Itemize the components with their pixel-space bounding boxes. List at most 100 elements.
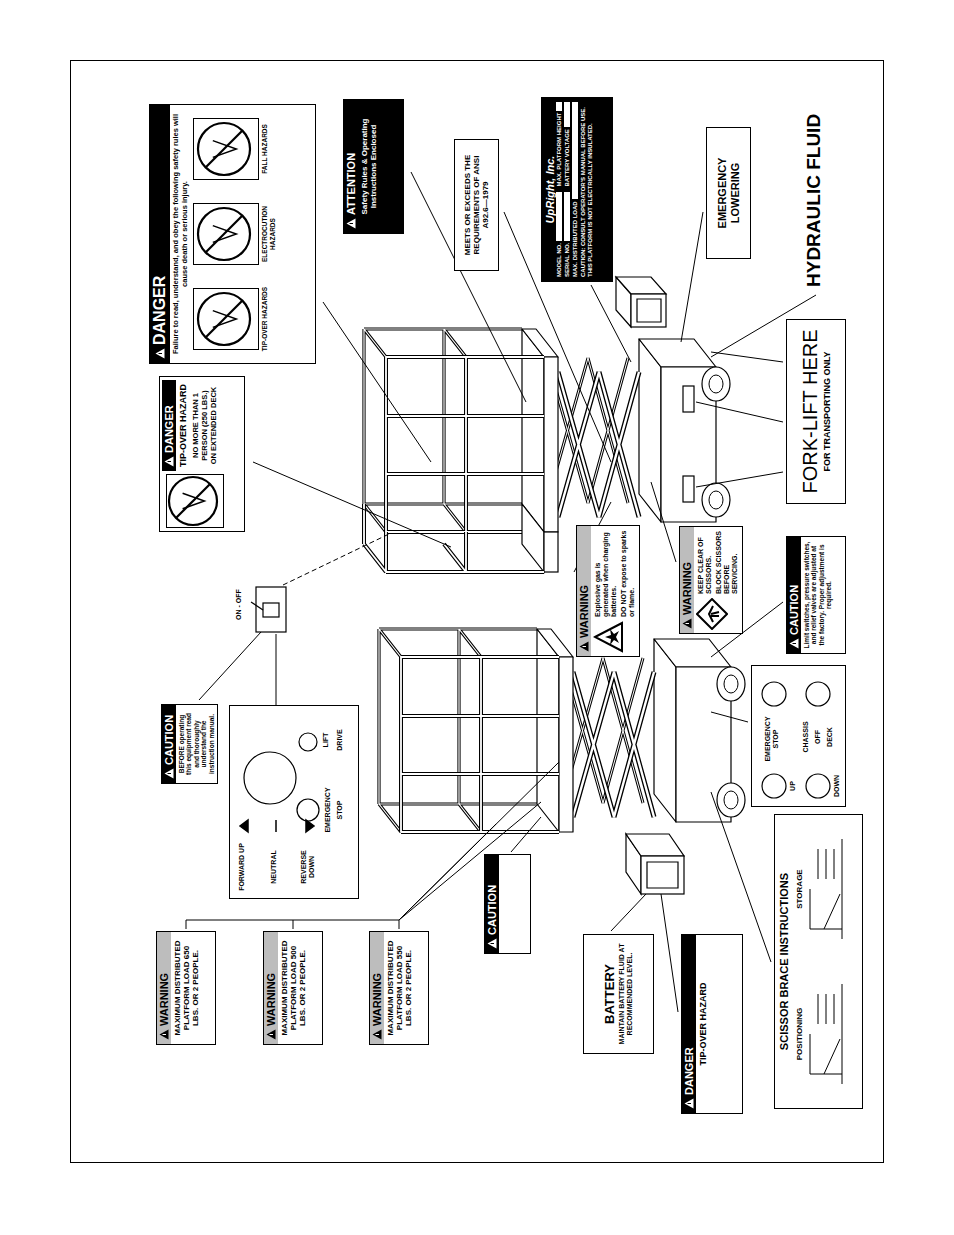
alert-triangle bbox=[682, 618, 692, 629]
decal-subtitle: FOR TRANSPORTING ONLY bbox=[822, 351, 832, 471]
illustration-shape bbox=[276, 634, 277, 708]
icon-shape bbox=[810, 839, 842, 939]
alert-triangle bbox=[164, 456, 174, 467]
header-text: DANGER bbox=[163, 405, 175, 453]
header-text: ATTENTION bbox=[345, 153, 357, 215]
panel-label: LIFT bbox=[322, 720, 330, 760]
body-text: TIP-OVER HAZARD bbox=[176, 380, 190, 471]
icon-shape bbox=[347, 219, 356, 229]
load-warning-decal: WARNINGMAXIMUM DISTRIBUTED PLATFORM LOAD… bbox=[156, 931, 216, 1045]
caution-decal: CAUTION bbox=[484, 854, 531, 954]
illustration-shape bbox=[637, 299, 661, 322]
icon-shape bbox=[605, 629, 619, 645]
alert-triangle bbox=[159, 1029, 169, 1040]
header-band: WARNING bbox=[577, 526, 591, 656]
hazard-icon bbox=[696, 598, 728, 630]
icon-shape bbox=[790, 639, 799, 649]
alert-triangle bbox=[346, 218, 356, 229]
body-text: MAXIMUM DISTRIBUTED PLATFORM LOAD 500 LB… bbox=[278, 932, 310, 1044]
decal-column: DANGERTIP-OVER HAZARDNO MORE THAN 1 PERS… bbox=[162, 380, 220, 471]
body-text: Safety Rules & Operating Instructions En… bbox=[358, 100, 380, 233]
field-label: MAX. DISTRIBUTED LOAD bbox=[572, 201, 578, 277]
illustration-shape bbox=[256, 587, 286, 632]
direction-arrows bbox=[240, 820, 314, 832]
decal-title: EMERGENCY LOWERING bbox=[716, 133, 741, 253]
extended-deck bbox=[364, 504, 558, 572]
alert-triangle bbox=[155, 348, 165, 359]
caution-decal: CAUTIONLimit switches, pressure switches… bbox=[786, 536, 846, 654]
icon-shape bbox=[198, 293, 250, 345]
caution-decal: CAUTIONBEFORE operating this equipment r… bbox=[161, 704, 218, 784]
panel-label: EMERGENCY STOP bbox=[764, 710, 779, 768]
header-text: WARNING bbox=[681, 562, 693, 615]
alert-triangle bbox=[372, 1029, 382, 1040]
fork-lift-decal: FORK-LIFT HEREFOR TRANSPORTING ONLY bbox=[786, 319, 846, 504]
icon-shape bbox=[685, 1099, 694, 1109]
field-label: SERIAL NO. bbox=[564, 243, 570, 277]
instruction-column: POSITIONING bbox=[795, 963, 848, 1105]
platform-control-panel: FORWARD UPNEUTRALREVERSE DOWNEMERGENCYST… bbox=[229, 705, 359, 899]
illustration-shape bbox=[544, 532, 558, 572]
header-text: WARNING bbox=[578, 585, 590, 638]
header-text: WARNING bbox=[158, 973, 170, 1026]
icon-shape bbox=[206, 216, 242, 252]
brace-sketch bbox=[804, 974, 848, 1094]
tip-over-decal: DANGERTIP-OVER HAZARD bbox=[681, 934, 743, 1114]
illustration-shape bbox=[711, 712, 748, 722]
blank-field bbox=[572, 102, 578, 199]
icon-shape bbox=[206, 301, 242, 337]
decal-row: Explosive gas is generated when charging… bbox=[591, 526, 639, 656]
illustration-shape bbox=[364, 504, 544, 572]
icon-shape bbox=[168, 461, 172, 462]
header-text: CAUTION bbox=[163, 715, 175, 765]
icon-shape bbox=[683, 619, 692, 629]
header-text: DANGER bbox=[683, 1047, 695, 1095]
body-text: BLOCK SCISSORS BEFORE SERVICING. bbox=[714, 530, 740, 595]
prohibition-icon bbox=[196, 121, 252, 177]
header-band: CAUTION bbox=[162, 705, 176, 783]
icon-shape bbox=[168, 773, 172, 774]
body-text: NO MORE THAN 1 PERSON (250 LBS.) ON EXTE… bbox=[190, 380, 220, 471]
emergency-lowering-decal: EMERGENCY LOWERING bbox=[706, 127, 751, 259]
icon-frame bbox=[193, 118, 259, 180]
icon-shape bbox=[160, 1030, 169, 1040]
alert-triangle bbox=[789, 638, 799, 649]
section-heading: POSITIONING bbox=[795, 1008, 804, 1060]
icon-shape bbox=[206, 131, 242, 167]
field-label: MODEL NO. bbox=[556, 243, 562, 277]
scissor-brace-decal: SCISSOR BRACE INSTRUCTIONSPOSITIONINGSTO… bbox=[774, 814, 863, 1109]
chassis-control-panel: EMERGENCY STOPCHASSISOFFDECKUPDOWN bbox=[751, 665, 846, 807]
icon-shape bbox=[350, 223, 354, 224]
blank-field bbox=[556, 193, 562, 242]
icon-frame bbox=[193, 288, 259, 350]
switch-circle bbox=[299, 733, 317, 751]
plate-field: SERIAL NO. bbox=[564, 193, 570, 278]
alert-triangle bbox=[684, 1098, 694, 1109]
prohibition-icon bbox=[196, 206, 252, 262]
icon-shape bbox=[373, 1030, 382, 1040]
battery-box bbox=[626, 834, 684, 894]
icon-shape bbox=[163, 1034, 167, 1035]
alert-triangle bbox=[266, 1029, 276, 1040]
hazard-row: TIP-OVER HAZARDSELECTROCUTION HAZARDSFAL… bbox=[191, 105, 280, 363]
icon-frame bbox=[166, 474, 224, 528]
panel-label: EMERGENCY bbox=[324, 778, 332, 842]
icon-shape bbox=[595, 623, 622, 651]
panel-label: STOP bbox=[336, 778, 344, 842]
icon-shape bbox=[159, 353, 163, 354]
panel-label: NEUTRAL bbox=[270, 840, 278, 894]
hazard-icon bbox=[593, 621, 625, 653]
header-text: WARNING bbox=[265, 973, 277, 1026]
instruction-row: POSITIONINGSTORAGE bbox=[793, 815, 850, 1108]
icon-shape bbox=[156, 349, 165, 359]
decal-title: FORK-LIFT HERE bbox=[799, 329, 822, 493]
switch-circle bbox=[806, 774, 830, 798]
header-text: WARNING bbox=[371, 973, 383, 1026]
decal-row: KEEP CLEAR OF SCISSORS.BLOCK SCISSORS BE… bbox=[694, 527, 742, 633]
illustration-shape bbox=[683, 386, 694, 412]
switch-label: ON - OFF bbox=[235, 587, 242, 622]
illustration-shape bbox=[199, 632, 261, 700]
control-box bbox=[616, 277, 666, 327]
icon-shape bbox=[488, 939, 497, 949]
decal-title: BATTERY bbox=[603, 964, 618, 1024]
